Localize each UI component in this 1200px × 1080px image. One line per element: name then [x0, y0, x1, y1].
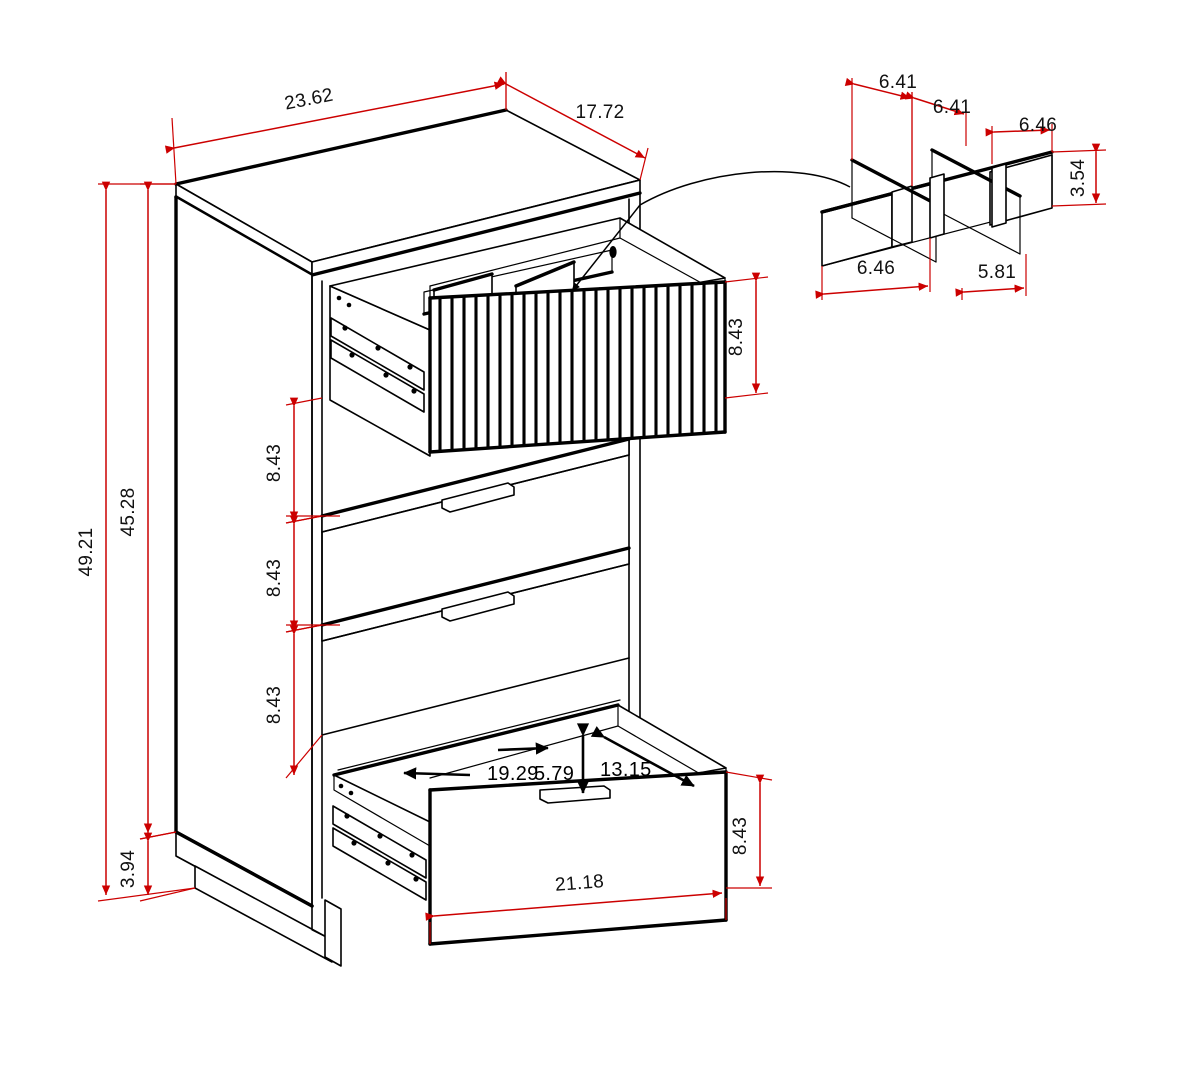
dim-label-detail-641-b: 6.41 — [933, 97, 971, 118]
cabinet-leg-front — [324, 899, 342, 967]
drawer-divider-insert-detail: 6.41 6.41 6.46 3.54 6.46 — [815, 72, 1107, 300]
top-drawer-front-fluted — [428, 280, 727, 454]
dim-label-detail-581: 5.81 — [978, 262, 1016, 283]
dim-label-interior-height: 13.15 — [600, 759, 652, 781]
middle-drawer-3 — [320, 546, 631, 642]
dim-detail-641-b: 6.41 — [904, 91, 971, 186]
detail-leader — [571, 170, 851, 292]
dim-label-front-width: 21.18 — [554, 871, 605, 896]
dim-body-height: 45.28 — [118, 181, 177, 840]
dim-drawer3-height: 8.43 — [264, 515, 340, 633]
cabinet-plinth — [174, 830, 333, 963]
dim-label-top-drawer-height: 8.43 — [726, 318, 747, 356]
dim-label-detail-646-top: 6.46 — [1019, 115, 1057, 136]
dim-label-detail-354: 3.54 — [1068, 159, 1089, 197]
drawer-3-handle-notch — [441, 591, 515, 622]
dim-label-body-height: 45.28 — [118, 487, 139, 536]
dim-drawer4-height: 8.43 — [264, 624, 323, 779]
dim-overall-depth: 17.72 — [496, 72, 649, 181]
dim-bottom-drawer-front-height: 8.43 — [725, 771, 773, 889]
dim-label-interior-width: 19.29 — [487, 763, 539, 785]
dim-label-detail-646-bot: 6.46 — [857, 258, 895, 279]
dim-detail-581: 5.81 — [955, 254, 1027, 300]
dim-label-overall-width: 23.62 — [283, 85, 335, 115]
drawer-2-handle-notch — [441, 482, 515, 513]
dim-label-overall-height: 49.21 — [76, 527, 97, 576]
dim-detail-646-bot: 6.46 — [815, 238, 931, 300]
dim-label-plinth-height: 3.94 — [118, 850, 139, 888]
drawer-slide-rails-top — [330, 295, 425, 413]
drawer-slide-rails-bottom — [332, 783, 427, 901]
top-drawer-open-fluted — [329, 217, 727, 457]
cabinet-body — [174, 108, 642, 967]
dim-label-interior-depth: 5.79 — [534, 763, 574, 785]
dim-detail-354: 3.54 — [1051, 143, 1107, 207]
dim-plinth-height: 3.94 — [118, 831, 196, 902]
middle-drawer-2 — [320, 437, 631, 621]
cabinet-left-side — [174, 195, 314, 908]
dim-label-drawer3-height: 8.43 — [264, 559, 285, 597]
dim-label-detail-641-a: 6.41 — [879, 72, 917, 93]
dim-bottom-drawer-front-width: 21.18 — [425, 871, 727, 944]
flute-ribs — [438, 282, 718, 452]
dim-detail-646-top: 6.46 — [985, 115, 1057, 164]
dim-label-overall-depth: 17.72 — [575, 102, 624, 123]
interior-dims-bottom-drawer: 19.29 5.79 13.15 — [403, 723, 695, 794]
bottom-drawer-open — [332, 699, 728, 946]
dim-label-drawer4-height: 8.43 — [264, 686, 285, 724]
dim-label-drawer2-height: 8.43 — [264, 444, 285, 482]
dim-label-bottom-drawer-height: 8.43 — [730, 817, 751, 855]
dim-top-drawer-front-height: 8.43 — [724, 272, 769, 399]
